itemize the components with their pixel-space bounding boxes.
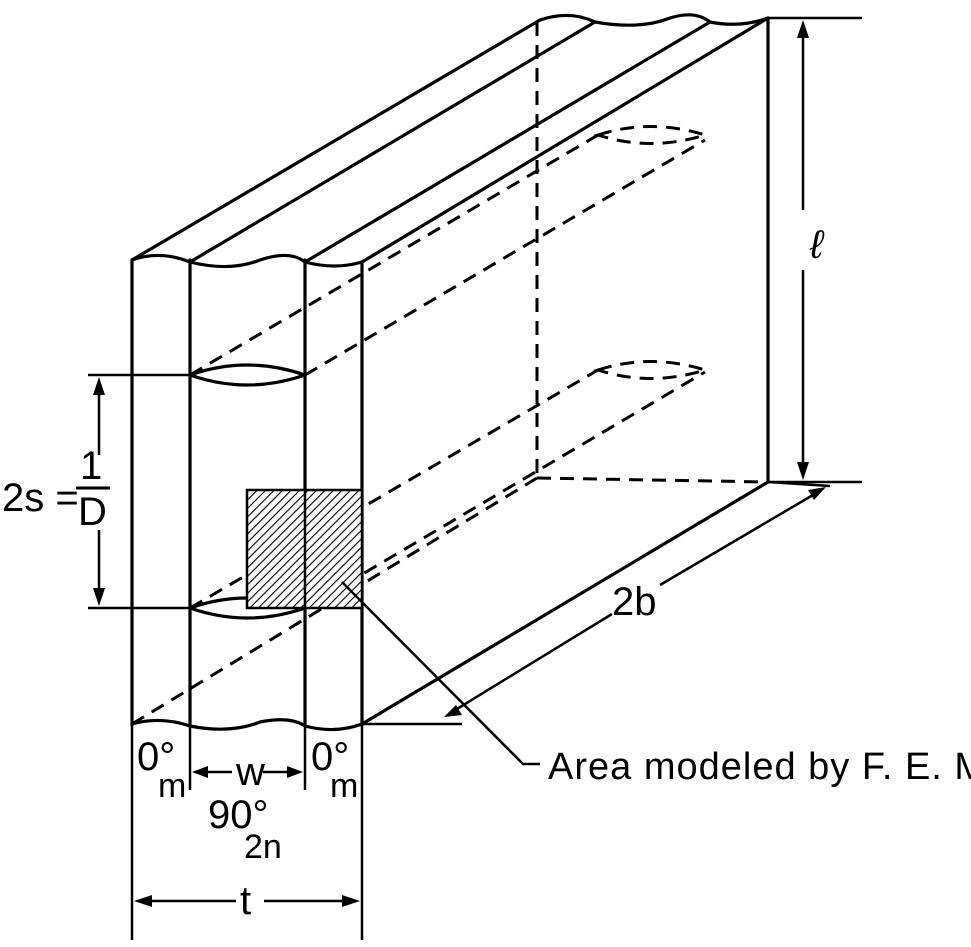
hidden-back-bottom-edge	[536, 476, 769, 484]
bottom-right-edge	[360, 480, 770, 726]
dim-t-arrow-right	[342, 895, 360, 907]
hidden-lower-hole-bottom-line	[304, 370, 706, 610]
label-right-ply-sub: m	[330, 767, 358, 805]
label-D: D	[78, 490, 107, 534]
top-edge-4	[360, 16, 770, 264]
label-2b: 2b	[612, 580, 657, 624]
dim-w-arrow-right	[287, 766, 303, 778]
label-left-ply-angle: 0°	[137, 735, 175, 779]
dim-2b-arrow-lower	[444, 705, 462, 717]
label-one: 1	[80, 444, 102, 488]
label-ell: ℓ	[809, 223, 825, 267]
hidden-upper-hole-top-line	[189, 133, 599, 377]
label-fem-note: Area modeled by F. E. M.	[548, 746, 971, 788]
top-edge-2	[188, 20, 597, 264]
hidden-upper-hole-back	[593, 125, 711, 145]
dim-2b-ext-top	[767, 480, 831, 488]
dim-2s-arrow-down	[93, 588, 105, 606]
label-right-ply-angle: 0°	[311, 735, 349, 779]
dim-2b-line-upper	[659, 490, 819, 587]
dim-2b-line-lower	[451, 612, 613, 714]
dim-t-arrow-left	[134, 895, 152, 907]
top-edge-3	[303, 20, 712, 264]
label-left-ply-sub: m	[158, 767, 186, 805]
dim-w-arrow-left	[192, 766, 208, 778]
fem-leader-line	[341, 581, 540, 766]
label-w: w	[235, 750, 265, 794]
hidden-upper-hole-bottom-line	[304, 138, 706, 377]
front-top-wavy-edge	[130, 253, 364, 269]
label-center-ply-angle: 90°	[208, 793, 269, 837]
dim-2b-arrow-upper	[808, 487, 826, 500]
hidden-lower-hole-back	[593, 360, 711, 380]
label-t: t	[240, 879, 251, 923]
front-bottom-wavy-edge	[130, 718, 364, 732]
dim-ell-arrow-down	[797, 462, 809, 480]
back-top-wavy-edge	[538, 13, 770, 27]
dim-2s-arrow-up	[93, 377, 105, 395]
top-edge-1	[130, 18, 542, 262]
label-center-ply-sub: 2n	[244, 828, 282, 866]
hole-upper-front	[188, 363, 307, 387]
label-2s-eq: 2s =	[2, 476, 79, 520]
dim-ell-arrow-up	[797, 20, 809, 38]
